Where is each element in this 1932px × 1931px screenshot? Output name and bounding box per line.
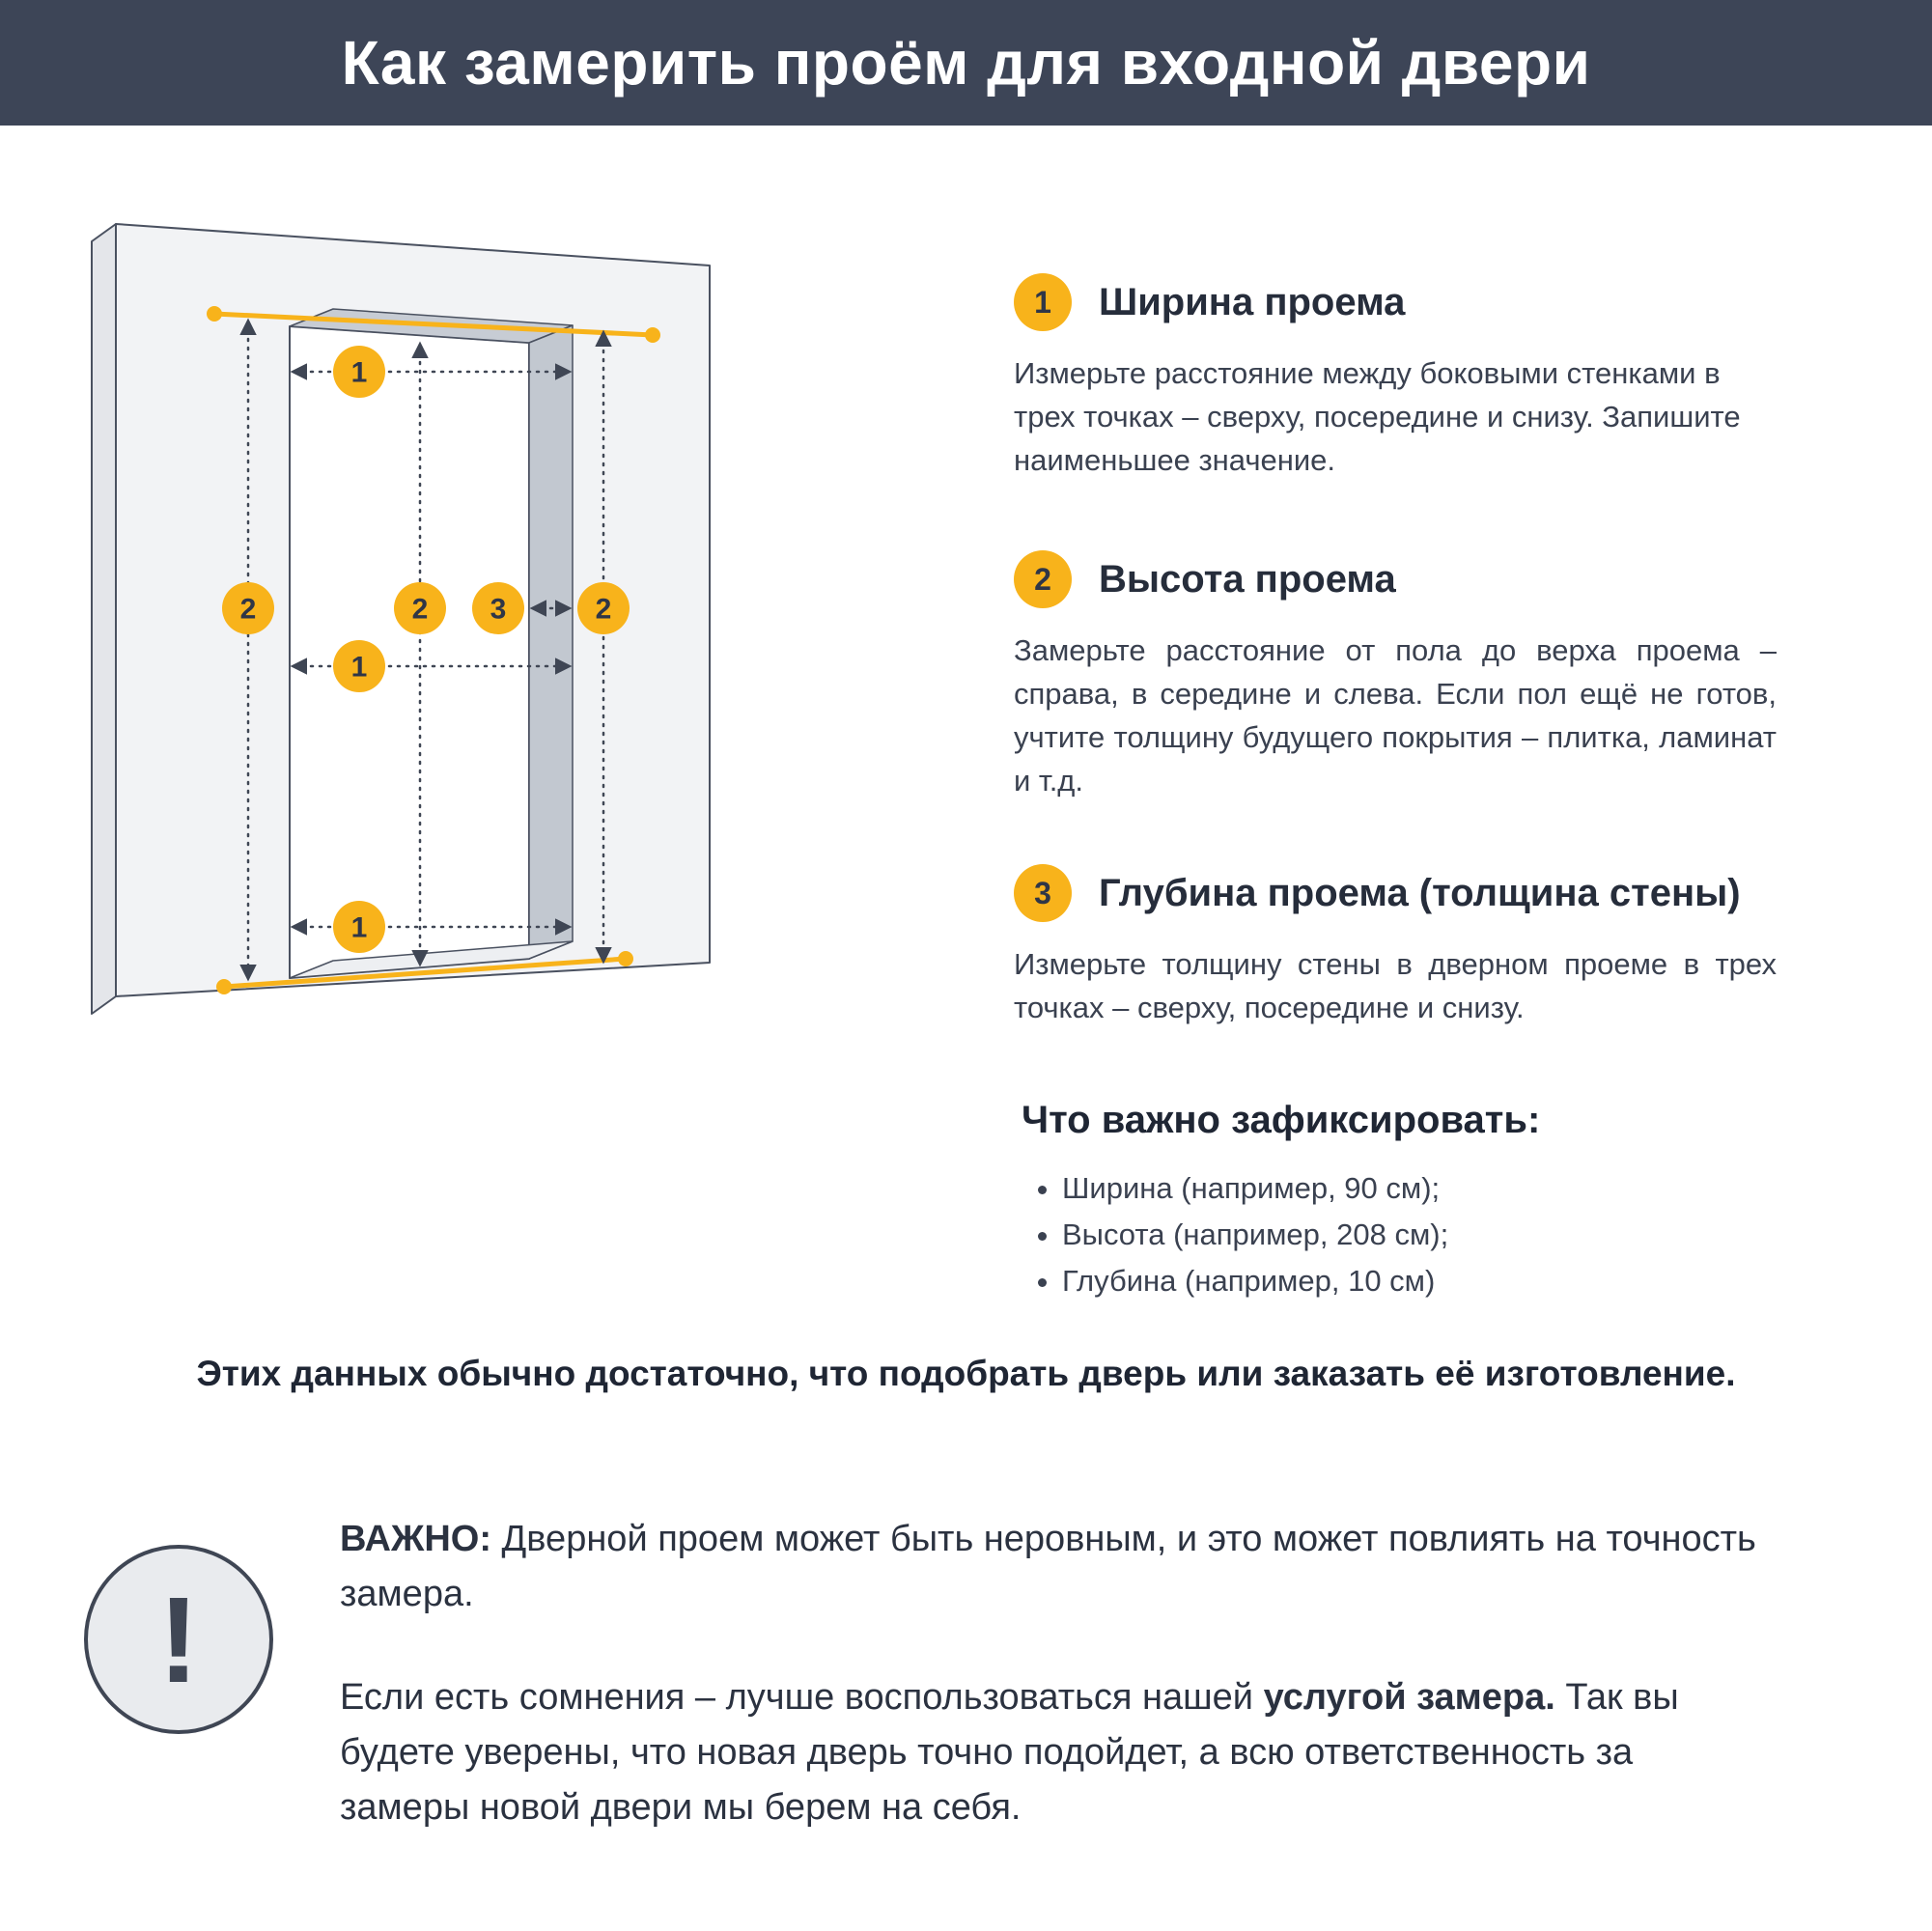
marker-height-left: 2: [222, 582, 274, 634]
svg-text:1: 1: [351, 912, 368, 944]
door-measurement-diagram: 1 1 1 2 2 2 3: [91, 223, 711, 1015]
exclamation-icon: !: [84, 1545, 273, 1734]
exclamation-glyph: !: [158, 1571, 199, 1708]
opening-threshold: [289, 940, 574, 979]
opening-right-reveal: [528, 324, 574, 960]
marker-depth: 3: [472, 582, 524, 634]
svg-text:1: 1: [351, 652, 368, 684]
step-width-title: Ширина проема: [1099, 280, 1406, 323]
checklist-list: Ширина (например, 90 см); Высота (наприм…: [1022, 1165, 1775, 1304]
page-title: Как замерить проём для входной двери: [341, 28, 1591, 98]
svg-text:1: 1: [351, 357, 368, 389]
step-depth-title: Глубина проема (толщина стены): [1099, 871, 1741, 914]
important-paragraph-1-text: Дверной проем может быть неровным, и это…: [340, 1519, 1756, 1614]
step-width-description: Измерьте расстояние между боковыми стенк…: [1014, 356, 1741, 477]
step-height-header: 2 Высота проема: [1014, 550, 1777, 608]
important-paragraph-2-rest: Так вы будете уверены, что новая дверь т…: [340, 1677, 1679, 1828]
wall-left-face: [91, 223, 117, 1015]
svg-text:2: 2: [240, 594, 257, 626]
svg-text:2: 2: [596, 594, 612, 626]
important-note: ВАЖНО: Дверной проем может быть неровным…: [340, 1512, 1769, 1835]
level-dot: [216, 979, 232, 994]
checklist-section: Что важно зафиксировать: Ширина (наприме…: [1022, 1099, 1775, 1304]
checklist-item-height: Высота (например, 208 см);: [1062, 1212, 1775, 1258]
step-width-number-badge: 1: [1014, 273, 1072, 331]
important-paragraph-2: Если есть сомнения – лучше воспользовать…: [340, 1670, 1769, 1835]
step-width-header: 1 Ширина проема: [1014, 273, 1777, 331]
important-paragraph-1: ВАЖНО: Дверной проем может быть неровным…: [340, 1512, 1769, 1622]
step-depth-description: Измерьте толщину стены в дверном проеме …: [1014, 947, 1777, 1024]
checklist-title: Что важно зафиксировать:: [1022, 1099, 1541, 1141]
marker-width-middle: 1: [333, 640, 385, 692]
important-label: ВАЖНО:: [340, 1519, 491, 1559]
level-line-bottom: [223, 956, 627, 990]
level-dot: [645, 327, 660, 343]
step-height-title: Высота проема: [1099, 557, 1396, 601]
level-dot: [207, 306, 222, 322]
marker-height-right: 2: [577, 582, 630, 634]
step-depth-number-badge: 3: [1014, 864, 1072, 922]
level-line-top: [213, 311, 654, 338]
measure-service-label: услугой замера.: [1263, 1677, 1555, 1718]
level-dot: [618, 951, 633, 966]
summary-text: Этих данных обычно достаточно, что подоб…: [196, 1354, 1736, 1393]
step-height-description: Замерьте расстояние от пола до верха про…: [1014, 633, 1777, 798]
checklist-item-width: Ширина (например, 90 см);: [1062, 1165, 1775, 1212]
step-height-number-badge: 2: [1014, 550, 1072, 608]
marker-width-bottom: 1: [333, 901, 385, 953]
marker-width-top: 1: [333, 346, 385, 398]
marker-height-middle: 2: [394, 582, 446, 634]
step-height-section: 2 Высота проема Замерьте расстояние от п…: [1014, 550, 1777, 803]
svg-text:2: 2: [412, 594, 429, 626]
step-depth-header: 3 Глубина проема (толщина стены): [1014, 864, 1777, 922]
checklist-item-depth: Глубина (например, 10 см): [1062, 1258, 1775, 1304]
important-paragraph-2-pre: Если есть сомнения – лучше воспользовать…: [340, 1677, 1264, 1718]
svg-text:3: 3: [490, 594, 507, 626]
step-width-section: 1 Ширина проема Измерьте расстояние межд…: [1014, 273, 1777, 483]
header-bar: Как замерить проём для входной двери: [0, 0, 1932, 126]
step-depth-section: 3 Глубина проема (толщина стены) Измерьт…: [1014, 864, 1777, 1030]
